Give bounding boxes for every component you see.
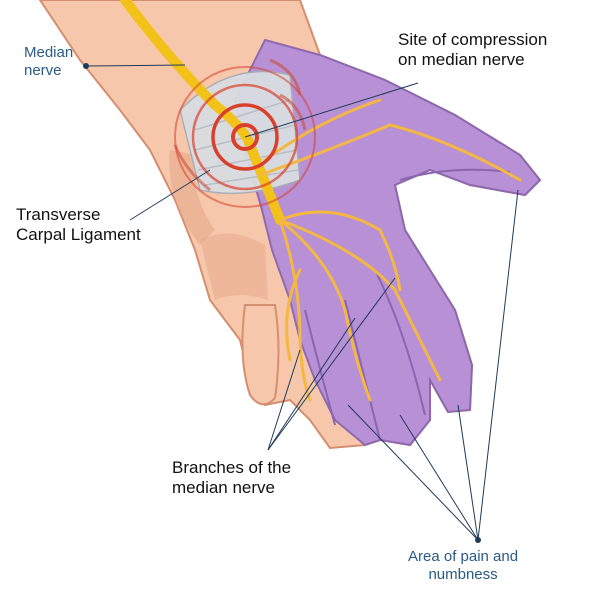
compression-site-rings — [174, 66, 316, 208]
thumb-base-shadow — [169, 150, 215, 245]
branches-label: Branches of the median nerve — [172, 458, 292, 498]
finger-gap-1 — [344, 299, 381, 441]
thumb-crease — [399, 168, 511, 181]
leader-lines — [87, 64, 519, 541]
finger-gap-3 — [304, 309, 336, 426]
little-finger — [241, 304, 280, 406]
finger-gap-2 — [374, 269, 426, 416]
compression-site-label: Site of compression on median nerve — [398, 30, 548, 70]
transverse-ligament-label: Transverse Carpal Ligament — [16, 205, 141, 245]
leader-dots — [83, 63, 481, 543]
pain-area-label: Area of pain and numbness — [408, 548, 519, 583]
palm-shadow — [200, 233, 268, 300]
median-nerve-main — [120, 0, 285, 225]
median-nerve-label: Median nerve — [24, 44, 74, 79]
median-nerve-branches — [258, 98, 522, 402]
